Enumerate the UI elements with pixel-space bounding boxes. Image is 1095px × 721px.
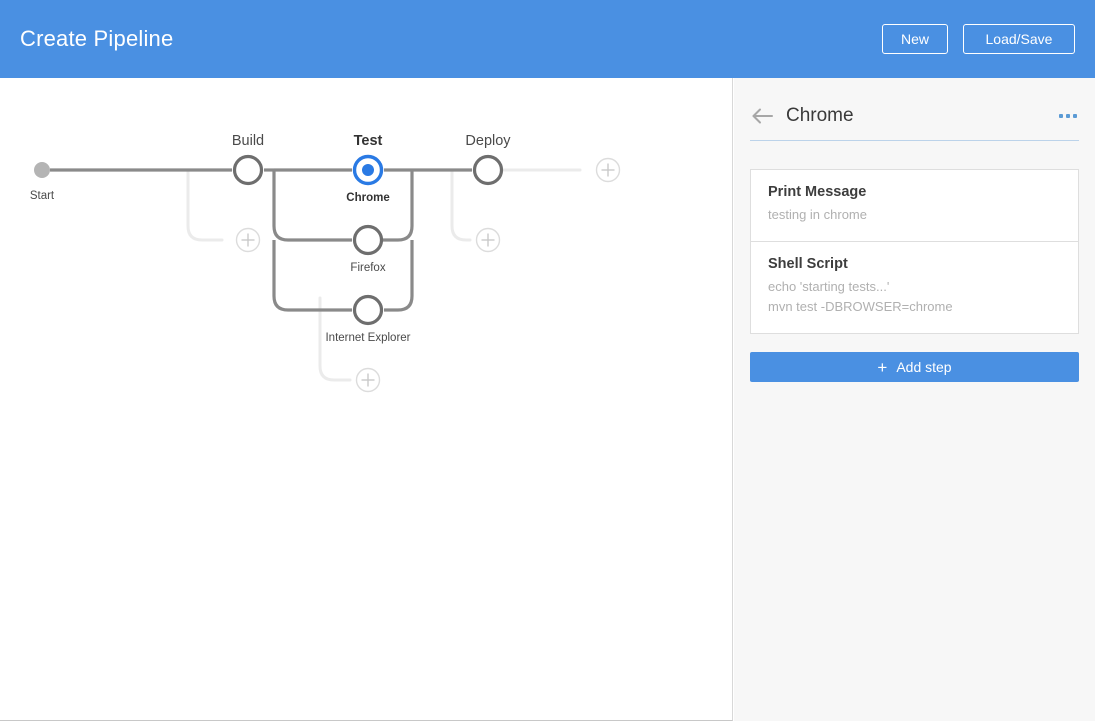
more-options-icon[interactable]: [1057, 108, 1079, 124]
ghost-connectors: [186, 168, 582, 382]
node-firefox[interactable]: [352, 224, 384, 256]
step-title: Shell Script: [768, 256, 848, 273]
pipeline-canvas[interactable]: Start Build Test Deploy Chrome Firefox I…: [0, 78, 733, 721]
step-card-print-message[interactable]: Print Message testing in chrome: [751, 170, 1078, 242]
add-stage-after-build-button[interactable]: [235, 227, 261, 253]
panel-divider: [750, 140, 1079, 141]
node-label-chrome: Chrome: [346, 192, 389, 204]
node-label-internet-explorer: Internet Explorer: [325, 332, 410, 344]
panel-title: Chrome: [786, 105, 854, 126]
add-step-label: Add step: [896, 359, 952, 376]
start-label: Start: [30, 190, 55, 202]
panel-header: Chrome: [750, 78, 1079, 140]
node-chrome[interactable]: [352, 154, 384, 186]
dot: [1059, 114, 1063, 118]
step-detail: echo 'starting tests...' mvn test -DBROW…: [768, 279, 953, 315]
stage-label-test[interactable]: Test: [354, 133, 383, 149]
add-stage-end-button[interactable]: [595, 157, 621, 183]
pipeline-diagram: Start Build Test Deploy Chrome Firefox I…: [30, 133, 621, 393]
node-deploy[interactable]: [472, 154, 504, 186]
dot: [1066, 114, 1070, 118]
step-title: Print Message: [768, 184, 867, 200]
new-button[interactable]: New: [882, 24, 948, 54]
add-stage-after-deploy-button[interactable]: [475, 227, 501, 253]
add-parallel-test-button[interactable]: [355, 367, 381, 393]
stage-label-deploy[interactable]: Deploy: [465, 133, 511, 149]
start-node[interactable]: [34, 162, 50, 178]
pipeline-connectors: [50, 168, 472, 312]
node-label-firefox: Firefox: [350, 262, 385, 274]
plus-icon: +: [877, 357, 888, 377]
dot: [1073, 114, 1077, 118]
app-header: Create Pipeline New Load/Save: [0, 0, 1095, 78]
add-step-button[interactable]: + Add step: [750, 352, 1079, 383]
page-title: Create Pipeline: [20, 26, 174, 51]
details-panel: Chrome Print Message testing in chrome S…: [734, 78, 1095, 721]
stage-label-build[interactable]: Build: [232, 133, 264, 149]
arrow-left-icon: [752, 108, 773, 124]
load-save-button[interactable]: Load/Save: [963, 24, 1075, 54]
step-detail: testing in chrome: [768, 207, 867, 222]
node-internet-explorer[interactable]: [352, 294, 384, 326]
step-card-shell-script[interactable]: Shell Script echo 'starting tests...' mv…: [751, 241, 1078, 334]
back-arrow-icon[interactable]: [750, 103, 776, 129]
steps-list: Print Message testing in chrome Shell Sc…: [750, 169, 1079, 335]
node-build[interactable]: [232, 154, 264, 186]
header-actions: New Load/Save: [882, 24, 1075, 54]
